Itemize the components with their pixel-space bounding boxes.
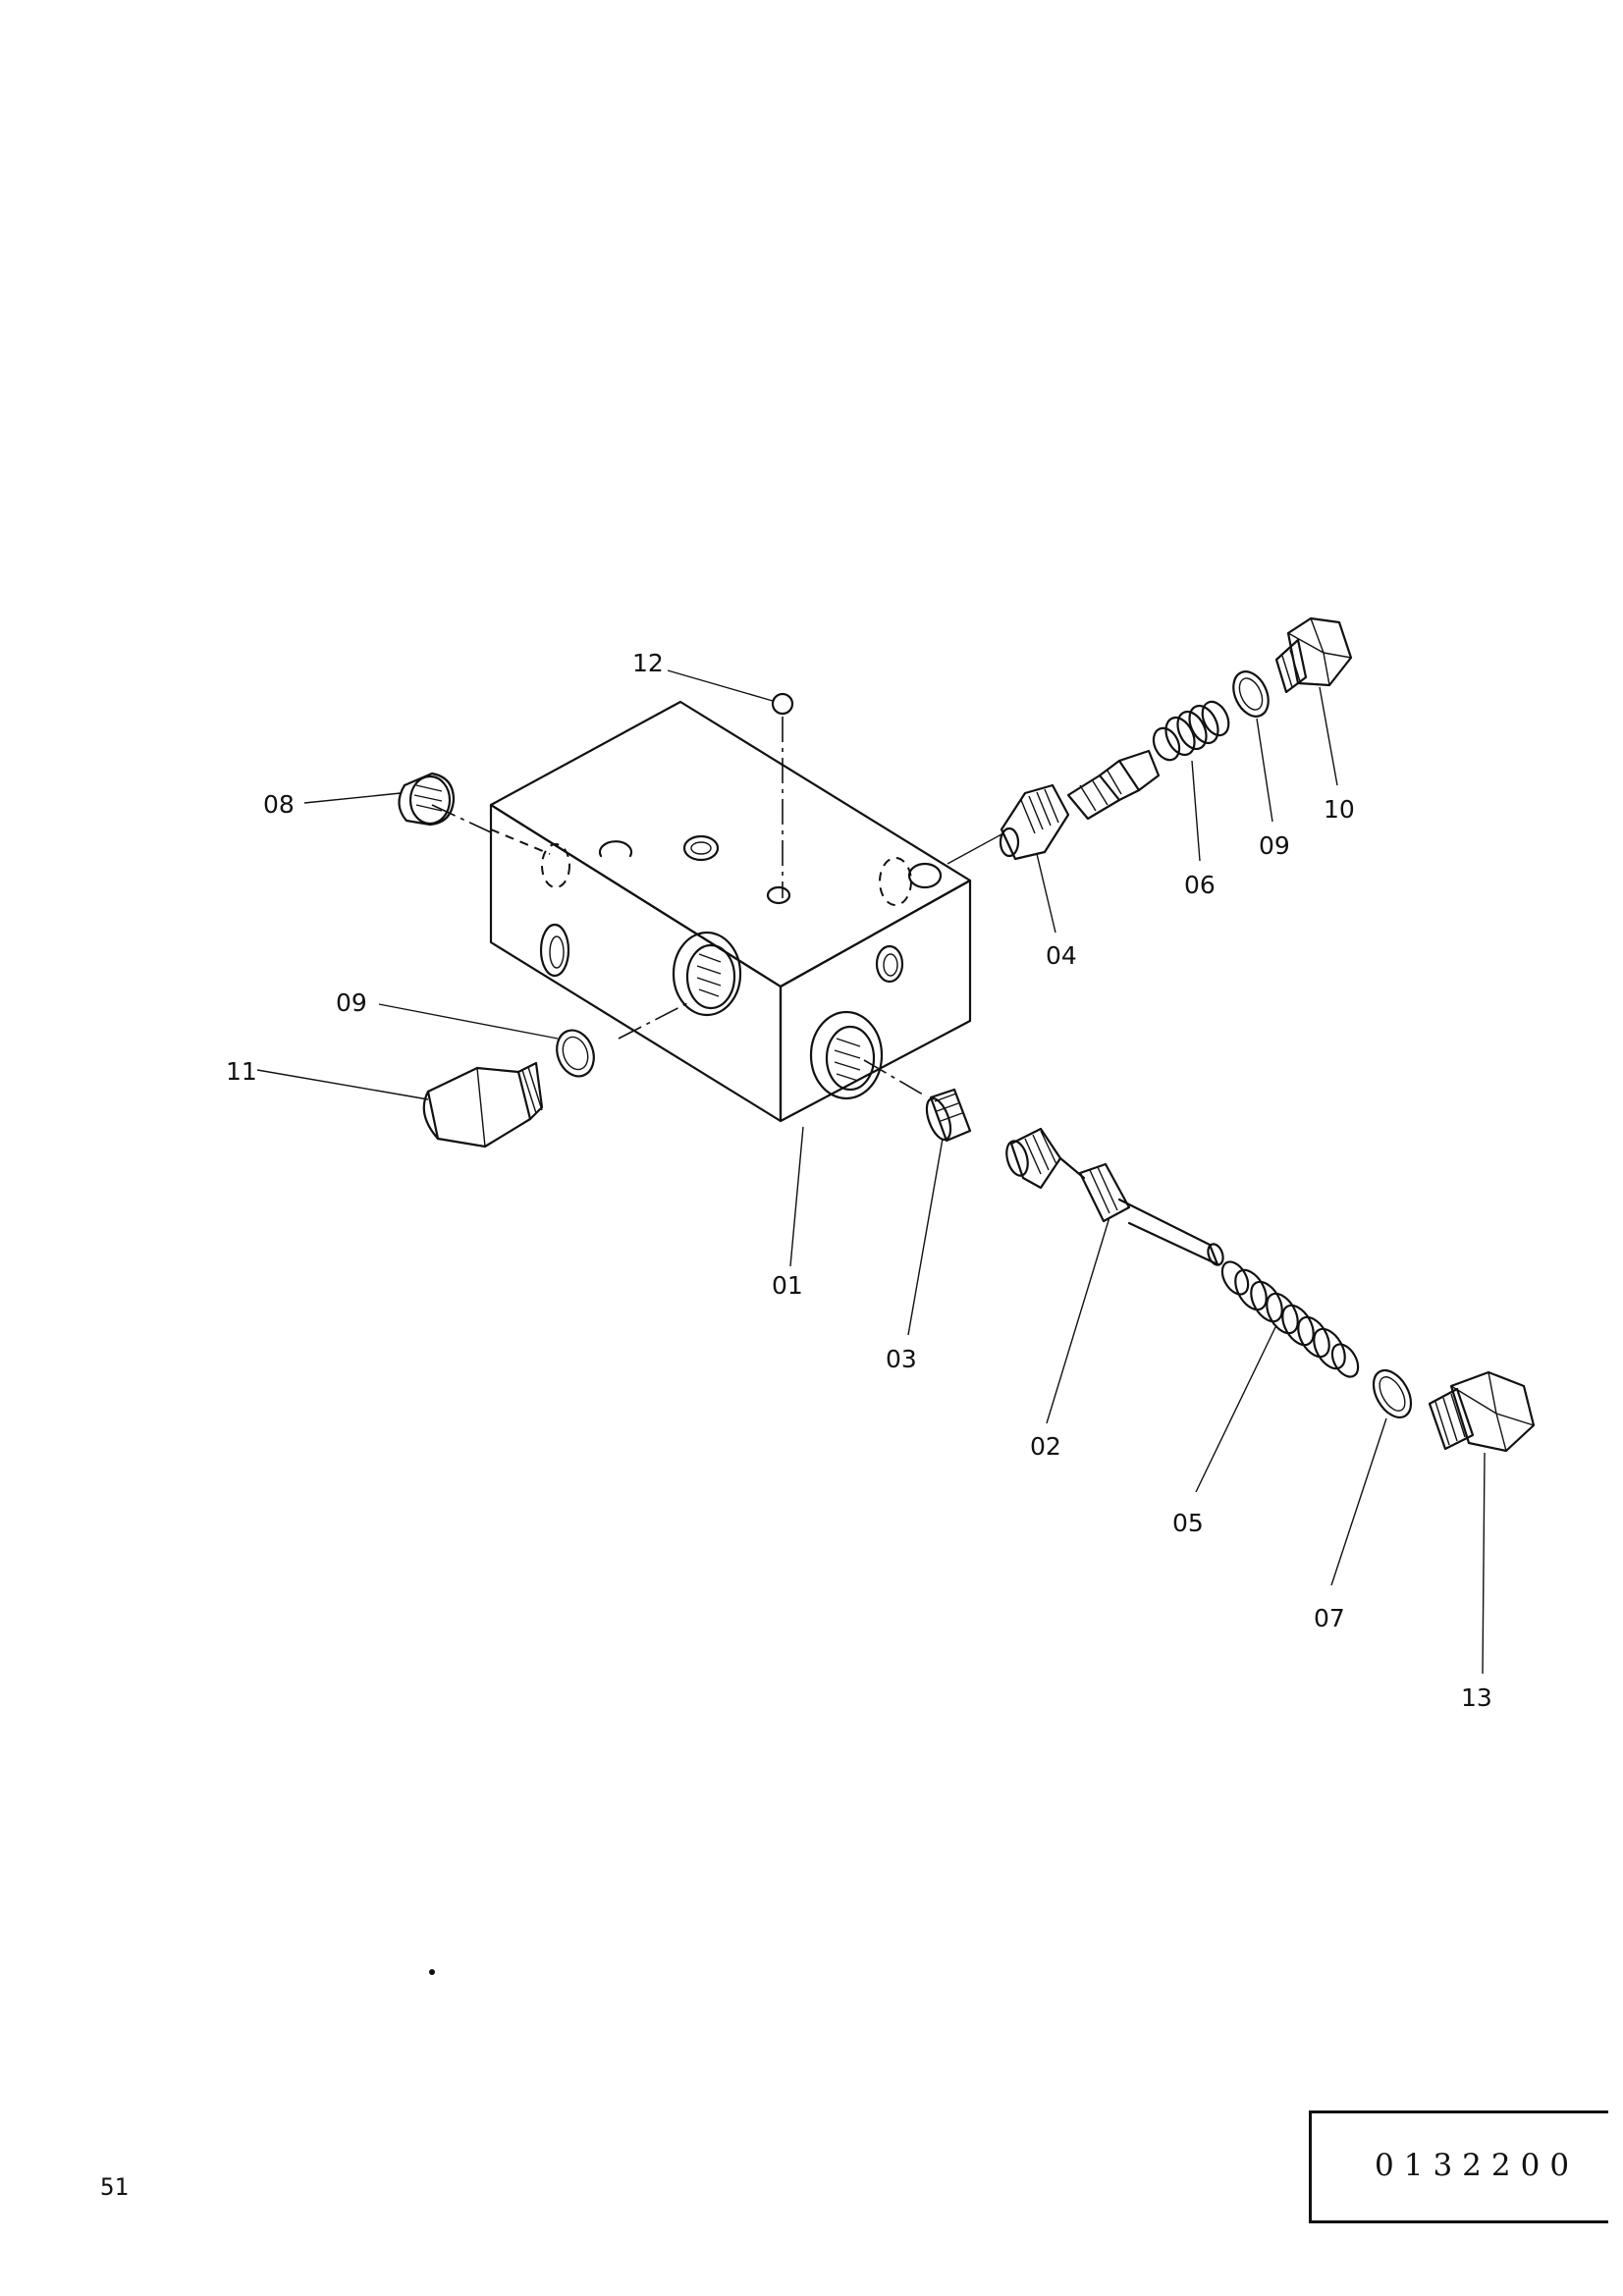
spool-02: [1005, 1127, 1224, 1266]
hex-plug-10: [1274, 616, 1353, 694]
print-dot: [429, 1969, 435, 1975]
callout-01: 01: [772, 1271, 803, 1300]
spool-04: [999, 749, 1161, 861]
callout-03: 03: [886, 1345, 917, 1373]
o-ring-09-upper: [1232, 670, 1270, 718]
poppet-03: [925, 1088, 972, 1143]
callout-08: 08: [263, 790, 295, 819]
reference-code-box: [1309, 2110, 1608, 2223]
ball-12: [771, 692, 794, 716]
reference-code: 0132200: [1375, 2148, 1580, 2183]
spring-06: [1152, 700, 1230, 762]
o-ring-09-left: [556, 1029, 595, 1078]
center-lines: [431, 717, 1002, 1095]
hex-plug-13: [1428, 1370, 1536, 1453]
spring-05: [1220, 1260, 1360, 1378]
o-ring-07: [1372, 1369, 1413, 1418]
callout-04: 04: [1046, 941, 1077, 970]
callout-11: 11: [226, 1057, 257, 1086]
callout-07: 07: [1314, 1604, 1345, 1632]
callout-02: 02: [1030, 1432, 1061, 1461]
callout-09-upper: 09: [1259, 831, 1290, 860]
callout-13: 13: [1461, 1683, 1492, 1712]
valve-body: [489, 700, 972, 1123]
callout-09-left: 09: [336, 988, 367, 1017]
callout-10: 10: [1324, 795, 1355, 824]
page-number: 51: [100, 2173, 129, 2201]
callout-12: 12: [632, 649, 664, 677]
plug-08: [398, 772, 456, 827]
hex-plug-11: [422, 1061, 544, 1148]
callout-06: 06: [1184, 871, 1216, 899]
leader-lines: [256, 669, 1486, 1675]
callout-05: 05: [1172, 1509, 1204, 1537]
